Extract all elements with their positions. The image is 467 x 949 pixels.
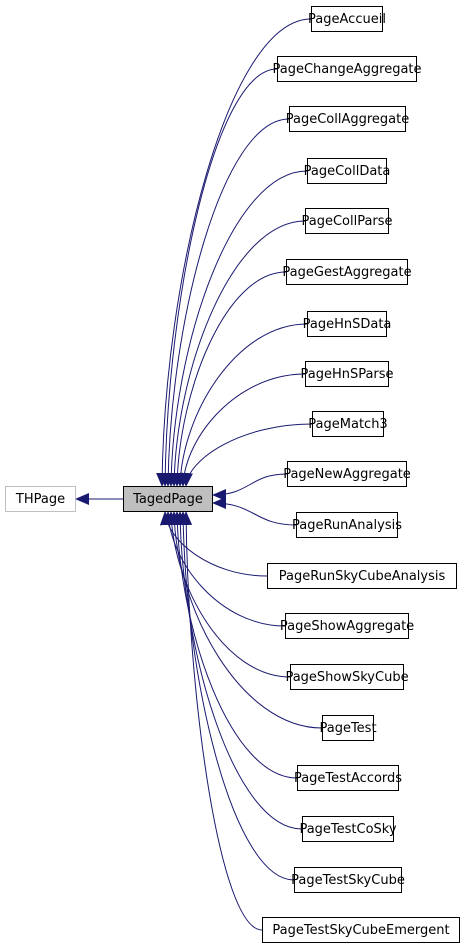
inheritance-edges bbox=[75, 18, 323, 931]
node-pagehnsparse[interactable]: PageHnSParse bbox=[300, 361, 394, 387]
node-pagetestcosky[interactable]: PageTestCoSky bbox=[299, 816, 397, 842]
node-pagerunskycubeanalysis[interactable]: PageRunSkyCubeAnalysis bbox=[267, 563, 457, 589]
node-pagetestaccords[interactable]: PageTestAccords bbox=[294, 765, 402, 791]
node-pagecolldata[interactable]: PageCollData bbox=[304, 158, 390, 184]
node-pagenewaggregate[interactable]: PageNewAggregate bbox=[283, 461, 411, 487]
edge-pagecolldata-to-tagedpage bbox=[165, 170, 308, 487]
edge-pagerunanalysis-to-tagedpage bbox=[212, 497, 297, 526]
edge-pagetest-to-tagedpage bbox=[168, 511, 323, 729]
edge-pagecollparse-to-tagedpage bbox=[168, 220, 306, 487]
edge-pageshowskycube-to-tagedpage bbox=[165, 511, 291, 678]
node-pageshowskycube[interactable]: PageShowSkyCube bbox=[285, 664, 409, 690]
node-pagecollparse[interactable]: PageCollParse bbox=[301, 208, 393, 234]
node-thpage: THPage bbox=[5, 486, 76, 512]
node-pagetestskycube[interactable]: PageTestSkyCube bbox=[291, 867, 405, 893]
node-pagechangeaggregate[interactable]: PageChangeAggregate bbox=[273, 56, 422, 82]
edge-pagehnsdata-to-tagedpage bbox=[174, 323, 308, 487]
node-pageshowaggregate[interactable]: PageShowAggregate bbox=[280, 613, 414, 639]
node-pageaccueil[interactable]: PageAccueil bbox=[308, 6, 386, 32]
node-tagedpage: TagedPage bbox=[123, 486, 213, 512]
edge-pagecollaggregate-to-tagedpage bbox=[162, 118, 290, 487]
node-pagetestskycubeemergent[interactable]: PageTestSkyCubeEmergent bbox=[262, 917, 460, 943]
node-pagerunanalysis[interactable]: PageRunAnalysis bbox=[292, 512, 402, 538]
node-pagecollaggregate[interactable]: PageCollAggregate bbox=[286, 106, 409, 132]
edge-pagetestaccords-to-tagedpage bbox=[171, 511, 298, 779]
edge-pagetestcosky-to-tagedpage bbox=[174, 511, 303, 830]
edge-pagehnsparse-to-tagedpage bbox=[177, 373, 306, 487]
node-pagetest[interactable]: PageTest bbox=[319, 715, 377, 741]
edge-pagetestskycubeemergent-to-tagedpage bbox=[180, 511, 263, 931]
edge-pageaccueil-to-tagedpage bbox=[156, 18, 312, 487]
node-pagematch3[interactable]: PageMatch3 bbox=[308, 411, 388, 437]
node-pagehnsdata[interactable]: PageHnSData bbox=[303, 311, 391, 337]
edge-pagenewaggregate-to-tagedpage bbox=[212, 473, 288, 501]
edge-pagechangeaggregate-to-tagedpage bbox=[159, 68, 278, 487]
edge-pagegestaggregate-to-tagedpage bbox=[171, 271, 287, 487]
edge-pageshowaggregate-to-tagedpage bbox=[162, 511, 286, 627]
edge-pagetestskycube-to-tagedpage bbox=[177, 511, 295, 881]
edge-pagematch3-to-tagedpage bbox=[180, 423, 313, 487]
node-pagegestaggregate[interactable]: PageGestAggregate bbox=[282, 259, 412, 285]
